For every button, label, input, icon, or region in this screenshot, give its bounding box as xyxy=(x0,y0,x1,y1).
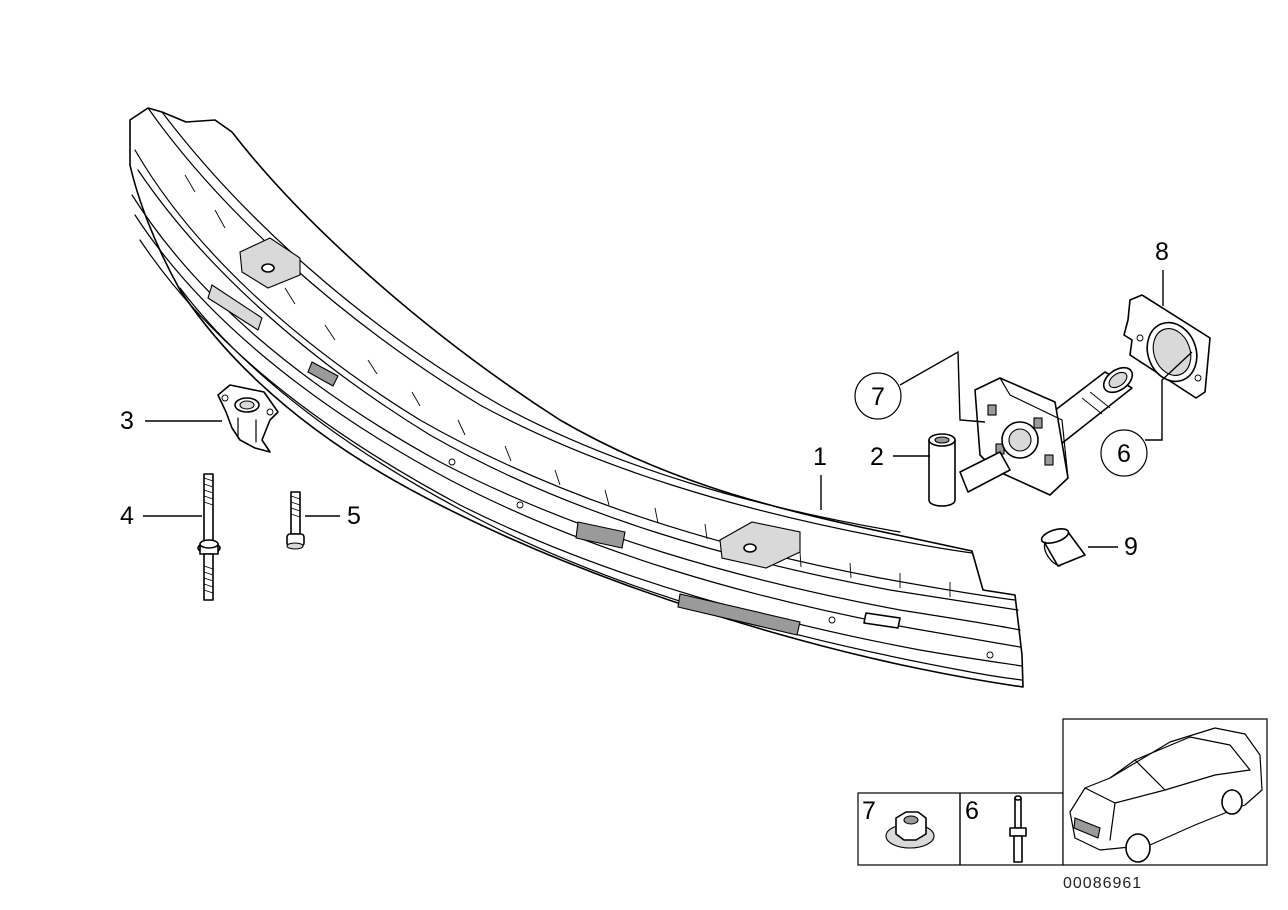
callout-3: 3 xyxy=(120,407,134,435)
slot-3 xyxy=(863,612,901,629)
stud-bolt-part xyxy=(197,473,221,601)
diagram-code: 00086961 xyxy=(1063,875,1142,892)
legend-number-7: 7 xyxy=(862,797,876,825)
callout-4: 4 xyxy=(120,502,134,530)
flange-nut-icon xyxy=(885,811,935,849)
impact-absorber-part xyxy=(928,366,1134,507)
hole-3 xyxy=(828,616,836,624)
mounting-tab-right xyxy=(719,521,801,569)
callout-7-circle xyxy=(854,372,902,420)
slot-2 xyxy=(677,593,801,636)
vehicle-thumbnail xyxy=(1062,718,1268,866)
callout-6-circle xyxy=(1100,429,1148,477)
hole-4 xyxy=(986,651,994,659)
sleeve-ring-part xyxy=(1040,528,1086,567)
rivet-stud-icon xyxy=(1009,795,1027,863)
callout-2: 2 xyxy=(870,443,884,471)
callout-9: 9 xyxy=(1124,533,1138,561)
callout-7: 7 xyxy=(871,383,885,411)
hole-1 xyxy=(448,458,456,466)
hole-2 xyxy=(516,501,524,509)
slot-4 xyxy=(307,361,339,387)
bolt-part xyxy=(286,491,305,550)
gasket-plate-part xyxy=(1123,294,1211,399)
mounting-tab-left xyxy=(239,237,301,289)
callout-5: 5 xyxy=(347,502,361,530)
bracket-part xyxy=(217,384,279,453)
callouts: 1 2 3 4 5 6 7 8 9 xyxy=(120,238,1193,561)
callout-6: 6 xyxy=(1117,440,1131,468)
legend-number-6: 6 xyxy=(965,797,979,825)
callout-8: 8 xyxy=(1155,238,1169,266)
callout-1: 1 xyxy=(813,443,827,471)
bumper-ribs xyxy=(184,174,951,597)
slot-1 xyxy=(575,521,626,549)
slot-5 xyxy=(207,284,263,331)
legend-box: 7 6 xyxy=(857,792,1064,866)
car-outline-icon xyxy=(1069,727,1263,863)
bumper-carrier-part xyxy=(129,107,1024,688)
